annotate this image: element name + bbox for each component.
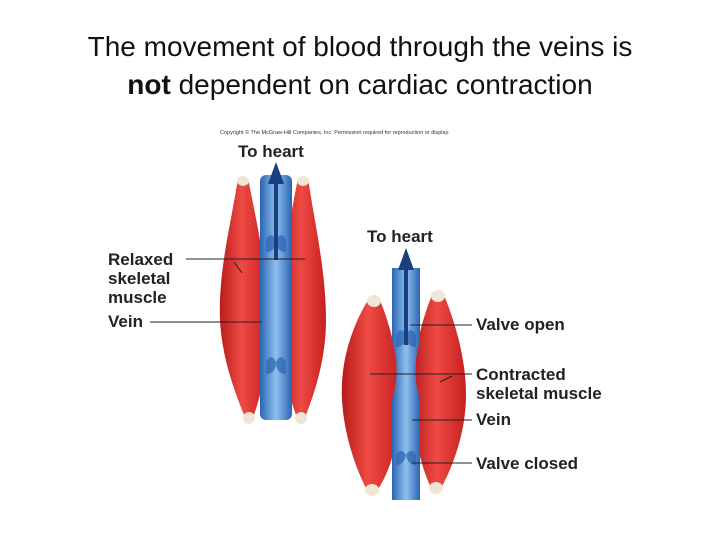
label-relaxed: Relaxed [108,250,174,269]
right-valve-open-shape [396,330,416,347]
label-vein-right: Vein [476,410,511,429]
right-valve-closed-shape [396,451,416,465]
title-line-2-rest: dependent on cardiac contraction [170,69,593,100]
slide-title: The movement of blood through the veins … [0,28,720,104]
left-relaxed-muscle-a [219,176,268,424]
right-panel [341,248,472,500]
left-vein-valve-bottom [266,357,286,374]
title-line-2: not dependent on cardiac contraction [0,66,720,104]
left-panel [150,162,326,424]
left-vein [260,175,292,420]
right-to-heart-label: To heart [367,227,433,246]
copyright-notice: Copyright © The McGraw-Hill Companies, I… [220,130,450,136]
label-contracted: Contracted [476,365,566,384]
title-line-1: The movement of blood through the veins … [87,31,633,62]
right-contracted-muscle-a [341,295,400,496]
left-vein-valve-top [266,235,286,252]
label-vein-left: Vein [108,312,143,331]
leader-relaxed-tick [233,261,243,274]
right-arrow-up-icon [398,248,414,345]
label-skeletal: skeletal [108,269,171,288]
right-contracted-muscle-b [412,290,466,494]
left-arrow-up-icon [268,162,284,260]
label-skeletal-muscle: skeletal muscle [476,384,602,403]
title-bold-word: not [127,69,171,100]
label-valve-closed: Valve closed [476,454,579,473]
label-muscle: muscle [108,288,167,307]
label-valve-open: Valve open [476,315,565,334]
leader-contracted-tick [439,375,453,383]
left-to-heart-label: To heart [238,142,304,161]
right-vein [392,268,420,500]
